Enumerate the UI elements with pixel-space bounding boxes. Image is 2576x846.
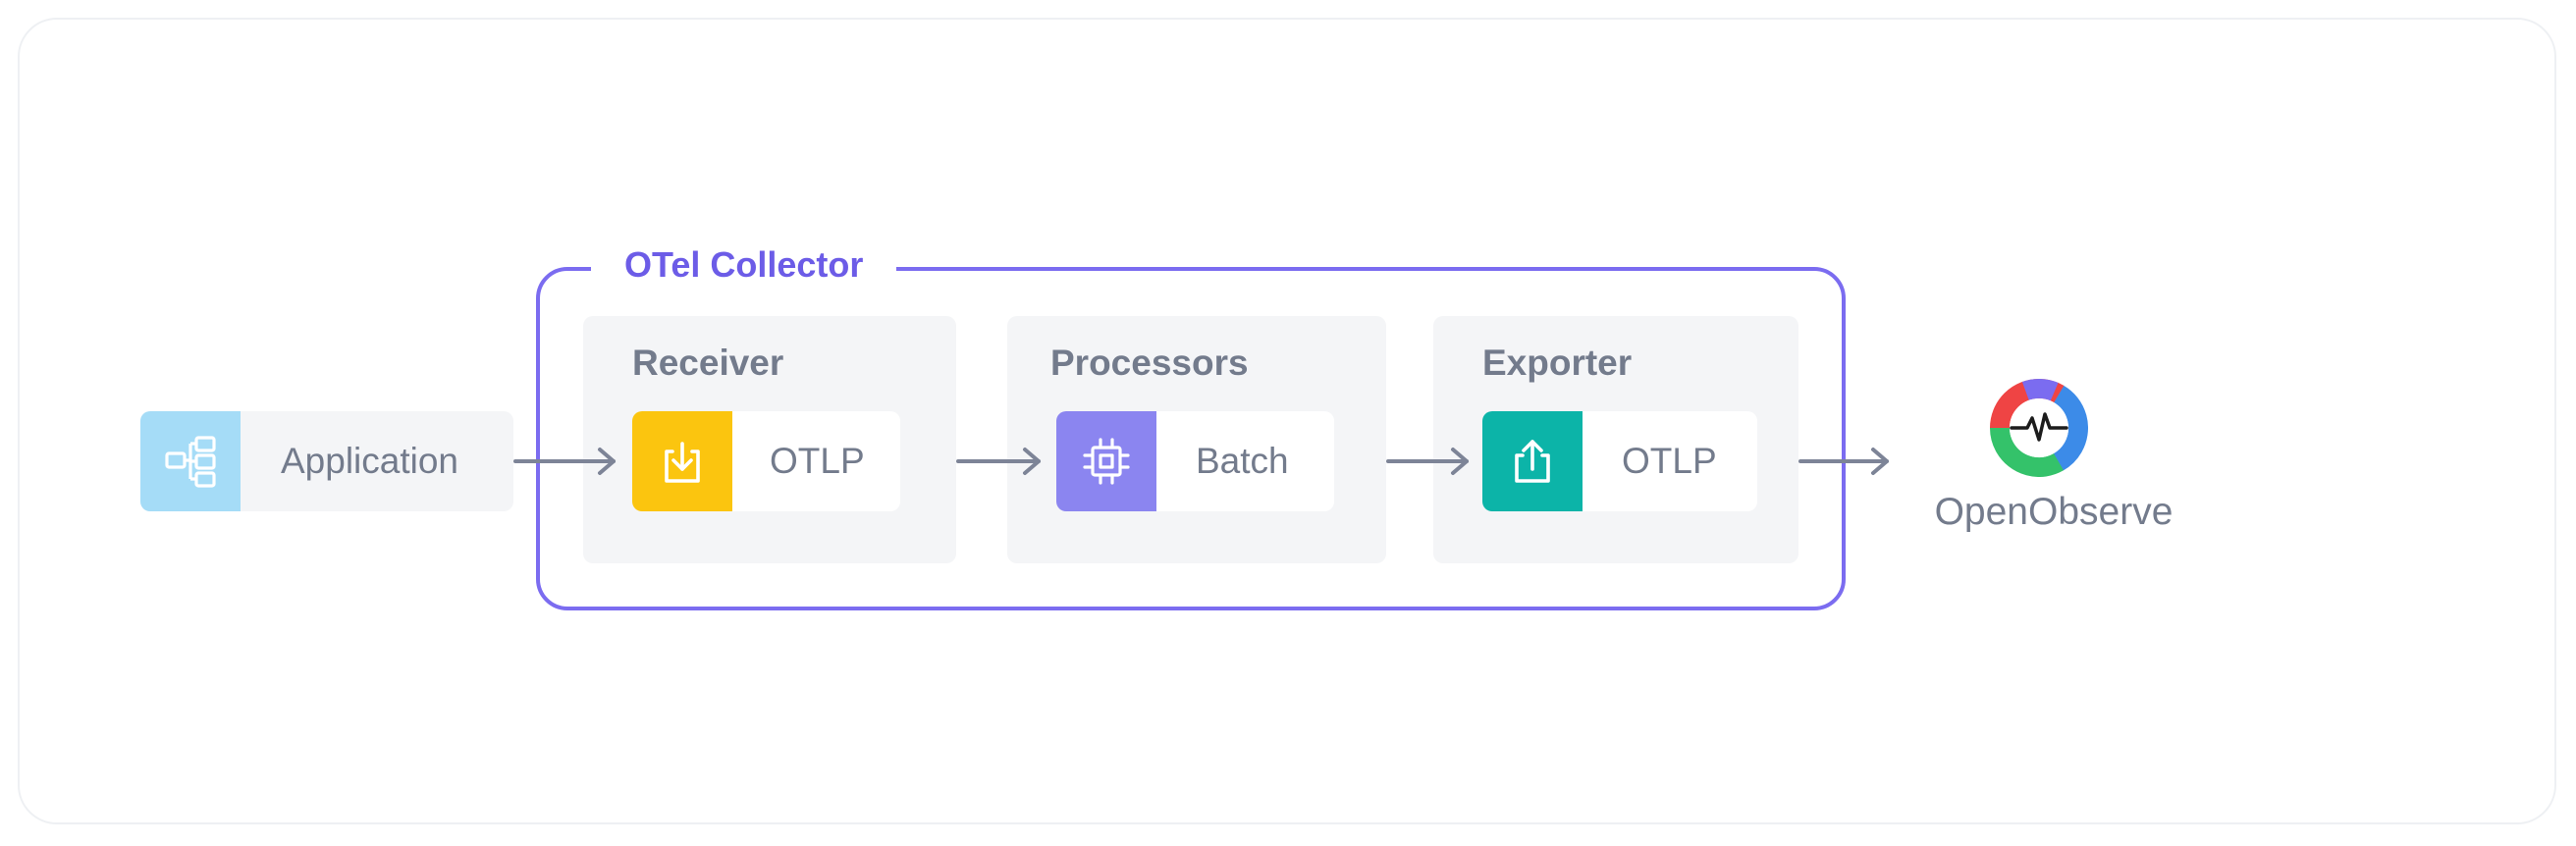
openobserve-logo-icon	[1990, 379, 2088, 477]
arrow-receiver-to-processors	[956, 448, 1041, 475]
receiver-title: Receiver	[632, 343, 784, 383]
exporter-stage: Exporter OTLP	[1433, 316, 1798, 563]
application-node: Application	[140, 411, 513, 511]
otel-collector-box	[536, 267, 1846, 610]
cpu-chip-icon	[1056, 411, 1156, 511]
receiver-stage: Receiver OTLP	[583, 316, 956, 563]
application-label: Application	[281, 441, 459, 481]
arrow-application-to-receiver	[513, 448, 616, 475]
openobserve-label: OpenObserve	[1934, 491, 2174, 533]
exporter-otlp-node: OTLP	[1482, 411, 1757, 511]
arrow-processors-to-exporter	[1386, 448, 1469, 475]
import-icon	[632, 411, 732, 511]
receiver-otlp-node: OTLP	[632, 411, 900, 511]
processors-stage: Processors Batch	[1007, 316, 1386, 563]
processor-component-label: Batch	[1196, 441, 1289, 481]
receiver-component-label: OTLP	[770, 441, 865, 481]
processors-title: Processors	[1050, 343, 1249, 383]
export-icon	[1482, 411, 1583, 511]
arrow-exporter-to-openobserve	[1798, 448, 1889, 475]
processor-batch-node: Batch	[1056, 411, 1334, 511]
exporter-title: Exporter	[1482, 343, 1633, 383]
structure-icon	[140, 411, 241, 511]
exporter-component-label: OTLP	[1622, 441, 1717, 481]
diagram-frame	[18, 18, 2556, 824]
otel-collector-title: OTel Collector	[591, 239, 897, 291]
